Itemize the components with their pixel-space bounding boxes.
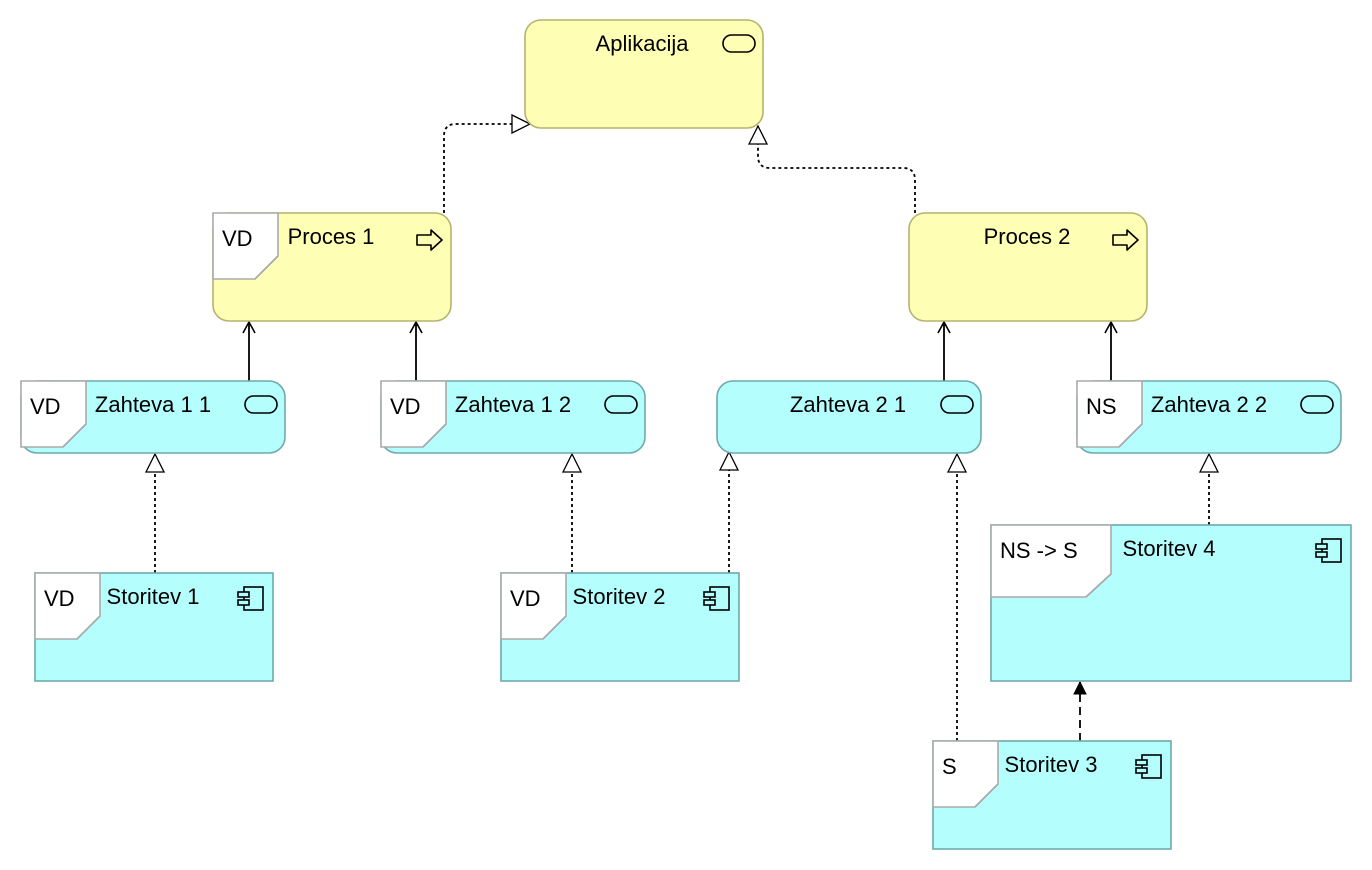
component-icon (1315, 538, 1342, 563)
note-storitev-3-label: S (942, 754, 957, 779)
node-storitev-4-label: Storitev 4 (1123, 536, 1216, 561)
note-proces-1: VD (212, 212, 279, 280)
node-zahteva-2-1[interactable]: Zahteva 2 1 (716, 380, 982, 454)
realization-proces2-aplikacija[interactable] (758, 126, 916, 213)
note-storitev-4: NS -> S (990, 524, 1112, 598)
node-storitev-3[interactable]: Storitev 3 S (932, 740, 1172, 850)
service-icon (244, 395, 278, 414)
component-icon (1135, 754, 1162, 779)
node-storitev-4[interactable]: Storitev 4 NS -> S (990, 524, 1352, 682)
node-proces-2-label: Proces 2 (984, 224, 1071, 249)
note-storitev-3: S (932, 740, 999, 808)
note-proces-1-label: VD (222, 226, 253, 251)
node-aplikacija[interactable]: Aplikacija (524, 19, 764, 129)
component-icon (237, 586, 264, 611)
node-proces-1[interactable]: Proces 1 VD (212, 212, 452, 322)
node-aplikacija-label: Aplikacija (596, 31, 690, 56)
component-icon (703, 586, 730, 611)
service-icon (722, 34, 756, 53)
note-zahteva-1-2: VD (380, 380, 447, 448)
process-arrow-icon (1112, 229, 1139, 251)
note-storitev-2-label: VD (510, 586, 541, 611)
note-zahteva-1-2-label: VD (390, 394, 421, 419)
note-zahteva-2-2: NS (1076, 380, 1143, 448)
node-storitev-1[interactable]: Storitev 1 VD (34, 572, 274, 682)
node-zahteva-1-2[interactable]: Zahteva 1 2 VD (380, 380, 646, 454)
note-storitev-1-label: VD (44, 586, 75, 611)
node-storitev-1-label: Storitev 1 (107, 584, 200, 609)
node-zahteva-1-1[interactable]: Zahteva 1 1 VD (20, 380, 286, 454)
node-zahteva-1-1-label: Zahteva 1 1 (95, 392, 211, 417)
note-storitev-2: VD (500, 572, 567, 640)
node-storitev-2-label: Storitev 2 (573, 584, 666, 609)
note-zahteva-2-2-label: NS (1086, 394, 1117, 419)
process-arrow-icon (416, 229, 443, 251)
note-zahteva-1-1: VD (20, 380, 87, 448)
note-zahteva-1-1-label: VD (30, 394, 61, 419)
node-zahteva-2-2-label: Zahteva 2 2 (1151, 392, 1267, 417)
node-zahteva-2-2[interactable]: Zahteva 2 2 NS (1076, 380, 1342, 454)
node-proces-1-label: Proces 1 (288, 224, 375, 249)
service-icon (1300, 395, 1334, 414)
note-storitev-4-label: NS -> S (1000, 538, 1078, 563)
node-zahteva-2-1-label: Zahteva 2 1 (790, 392, 906, 417)
node-proces-2[interactable]: Proces 2 (908, 212, 1148, 322)
note-storitev-1: VD (34, 572, 101, 640)
node-storitev-3-label: Storitev 3 (1005, 752, 1098, 777)
service-icon (940, 395, 974, 414)
realization-proces1-aplikacija[interactable] (443, 124, 530, 213)
node-zahteva-1-2-label: Zahteva 1 2 (455, 392, 571, 417)
node-storitev-2[interactable]: Storitev 2 VD (500, 572, 740, 682)
service-icon (604, 395, 638, 414)
